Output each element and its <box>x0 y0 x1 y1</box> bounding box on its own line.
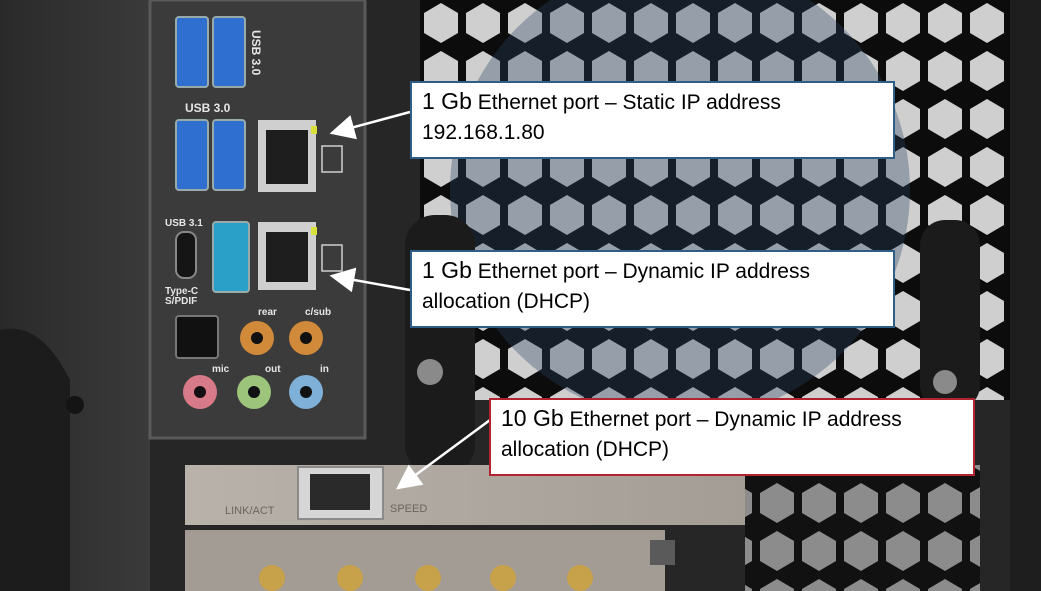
audio-jack-rear-hole <box>251 332 263 344</box>
antenna-connector-4 <box>490 565 516 591</box>
callout-1gb-static: 1 Gb Ethernet port – Static IP address 1… <box>410 81 895 159</box>
out-label: out <box>265 364 281 375</box>
thumb-screw-right <box>933 370 957 394</box>
callout-3-line1: 10 Gb Ethernet port – Dynamic IP address <box>501 404 963 436</box>
nic-speed-label: SPEED <box>390 503 427 515</box>
callout-1gb-dhcp: 1 Gb Ethernet port – Dynamic IP address … <box>410 250 895 328</box>
usb30-port-1 <box>175 16 209 88</box>
usb31-port <box>212 221 250 293</box>
usb30-port-2 <box>212 16 246 88</box>
usb30-top-label: USB 3.0 <box>249 30 263 76</box>
antenna-connector-1 <box>259 565 285 591</box>
case-foot <box>0 328 70 591</box>
usb30-port-3 <box>175 119 209 191</box>
callout-2-text: Ethernet port – Dynamic IP address <box>471 260 810 283</box>
ethernet-port-1-socket <box>266 130 308 184</box>
callout-2-line2: allocation (DHCP) <box>422 290 591 313</box>
antenna-connector-3 <box>415 565 441 591</box>
rear-label: rear <box>258 307 277 318</box>
ethernet-port-1-led <box>311 126 317 134</box>
lower-bracket-screw <box>650 540 675 565</box>
callout-3-text: Ethernet port – Dynamic IP address <box>563 408 902 431</box>
antenna-connector-2 <box>337 565 363 591</box>
case-screw-hole <box>66 396 84 414</box>
case-bracket-right <box>920 220 980 410</box>
type-c-label: Type-C <box>165 286 198 297</box>
spdif-label: S/PDIF <box>165 296 197 307</box>
usb31-label: USB 3.1 <box>165 218 203 229</box>
audio-jack-mic-hole <box>194 386 206 398</box>
callout-3-size: 10 Gb <box>501 405 564 431</box>
csub-label: c/sub <box>305 307 331 318</box>
audio-jack-csub-hole <box>300 332 312 344</box>
callout-2-size: 1 Gb <box>422 257 472 283</box>
usb30-port-4 <box>212 119 246 191</box>
in-label: in <box>320 364 329 375</box>
callout-10gb-dhcp: 10 Gb Ethernet port – Dynamic IP address… <box>489 398 975 476</box>
ethernet-port-2-led <box>311 227 317 235</box>
callout-2-line1: 1 Gb Ethernet port – Dynamic IP address <box>422 256 883 288</box>
case-right-edge <box>1010 0 1041 591</box>
lower-grill <box>745 465 980 591</box>
ethernet-port-2-socket <box>266 232 308 282</box>
spdif-port <box>175 315 219 359</box>
ethernet-port-10gb-socket <box>310 474 370 510</box>
audio-jack-in-hole <box>300 386 312 398</box>
audio-jack-out-hole <box>248 386 260 398</box>
mic-label: mic <box>212 364 230 375</box>
callout-1-text: Ethernet port – Static IP address <box>471 91 781 114</box>
callout-1-line1: 1 Gb Ethernet port – Static IP address <box>422 87 883 119</box>
usb-type-c-port <box>175 231 197 279</box>
callout-1-size: 1 Gb <box>422 88 472 114</box>
callout-3-line2: allocation (DHCP) <box>501 438 670 461</box>
network-icon-1 <box>321 145 343 173</box>
usb30-mid-label: USB 3.0 <box>185 101 231 115</box>
thumb-screw-left <box>417 359 443 385</box>
callout-1-line2: 192.168.1.80 <box>422 121 545 144</box>
nic-link-label: LINK/ACT <box>225 505 275 517</box>
antenna-connector-5 <box>567 565 593 591</box>
